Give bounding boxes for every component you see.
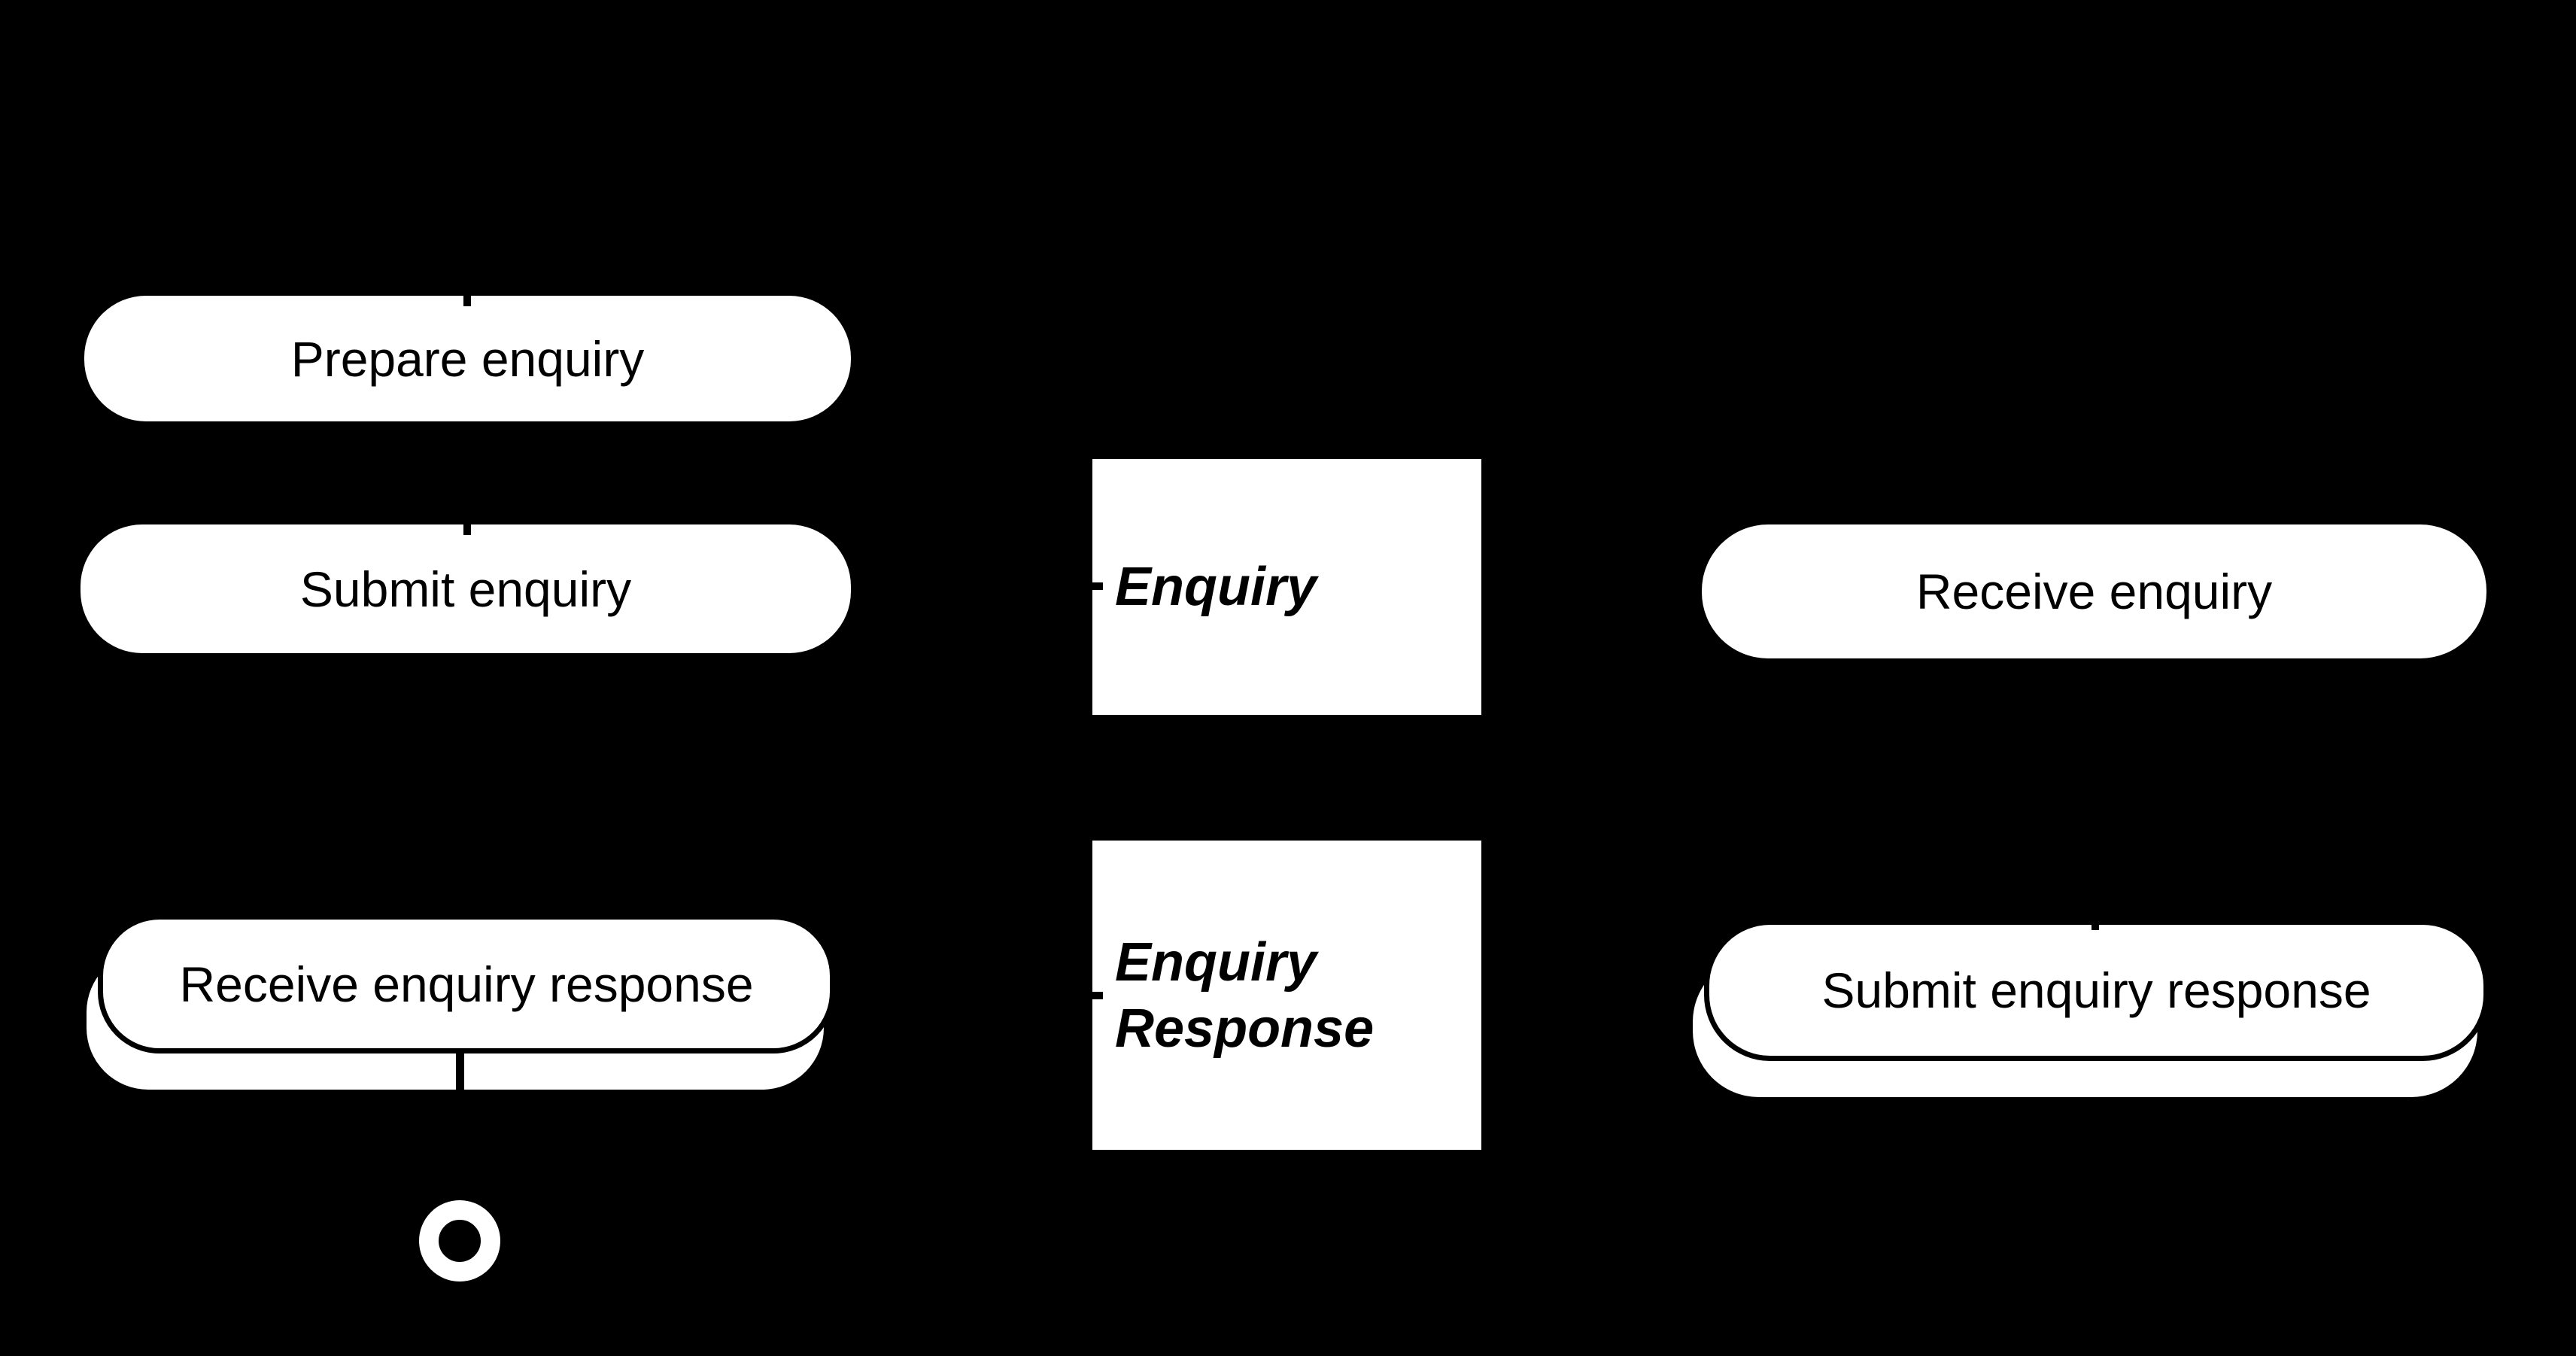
task-label: Submit enquiry response [1821,962,2371,1018]
task-receive-enquiry-response[interactable]: Receive enquiry response [98,914,835,1053]
task-label: Prepare enquiry [290,330,645,387]
task-label: Receive enquiry response [179,956,754,1012]
data-object-enquiry[interactable]: Enquiry [1092,459,1481,715]
data-object-label: Enquiry [1115,557,1317,617]
data-object-label-line2: Response [1115,998,1375,1059]
connector-stub [463,524,471,535]
connector-stub [1092,582,1103,590]
connector-line [456,1050,464,1208]
task-prepare-enquiry[interactable]: Prepare enquiry [84,296,851,421]
data-object-label-line1: Enquiry [1115,932,1317,993]
task-submit-enquiry-response[interactable]: Submit enquiry response [1704,920,2489,1061]
connector-stub [2091,920,2099,930]
task-label: Receive enquiry [1915,564,2273,619]
task-receive-enquiry[interactable]: Receive enquiry [1702,524,2486,658]
task-submit-enquiry[interactable]: Submit enquiry [80,524,851,653]
end-event-circle[interactable] [419,1200,500,1282]
connector-stub [1092,992,1103,999]
connector-stub [463,296,471,306]
data-object-enquiry-response[interactable]: Enquiry Response [1092,841,1481,1150]
task-label: Submit enquiry [299,561,632,617]
